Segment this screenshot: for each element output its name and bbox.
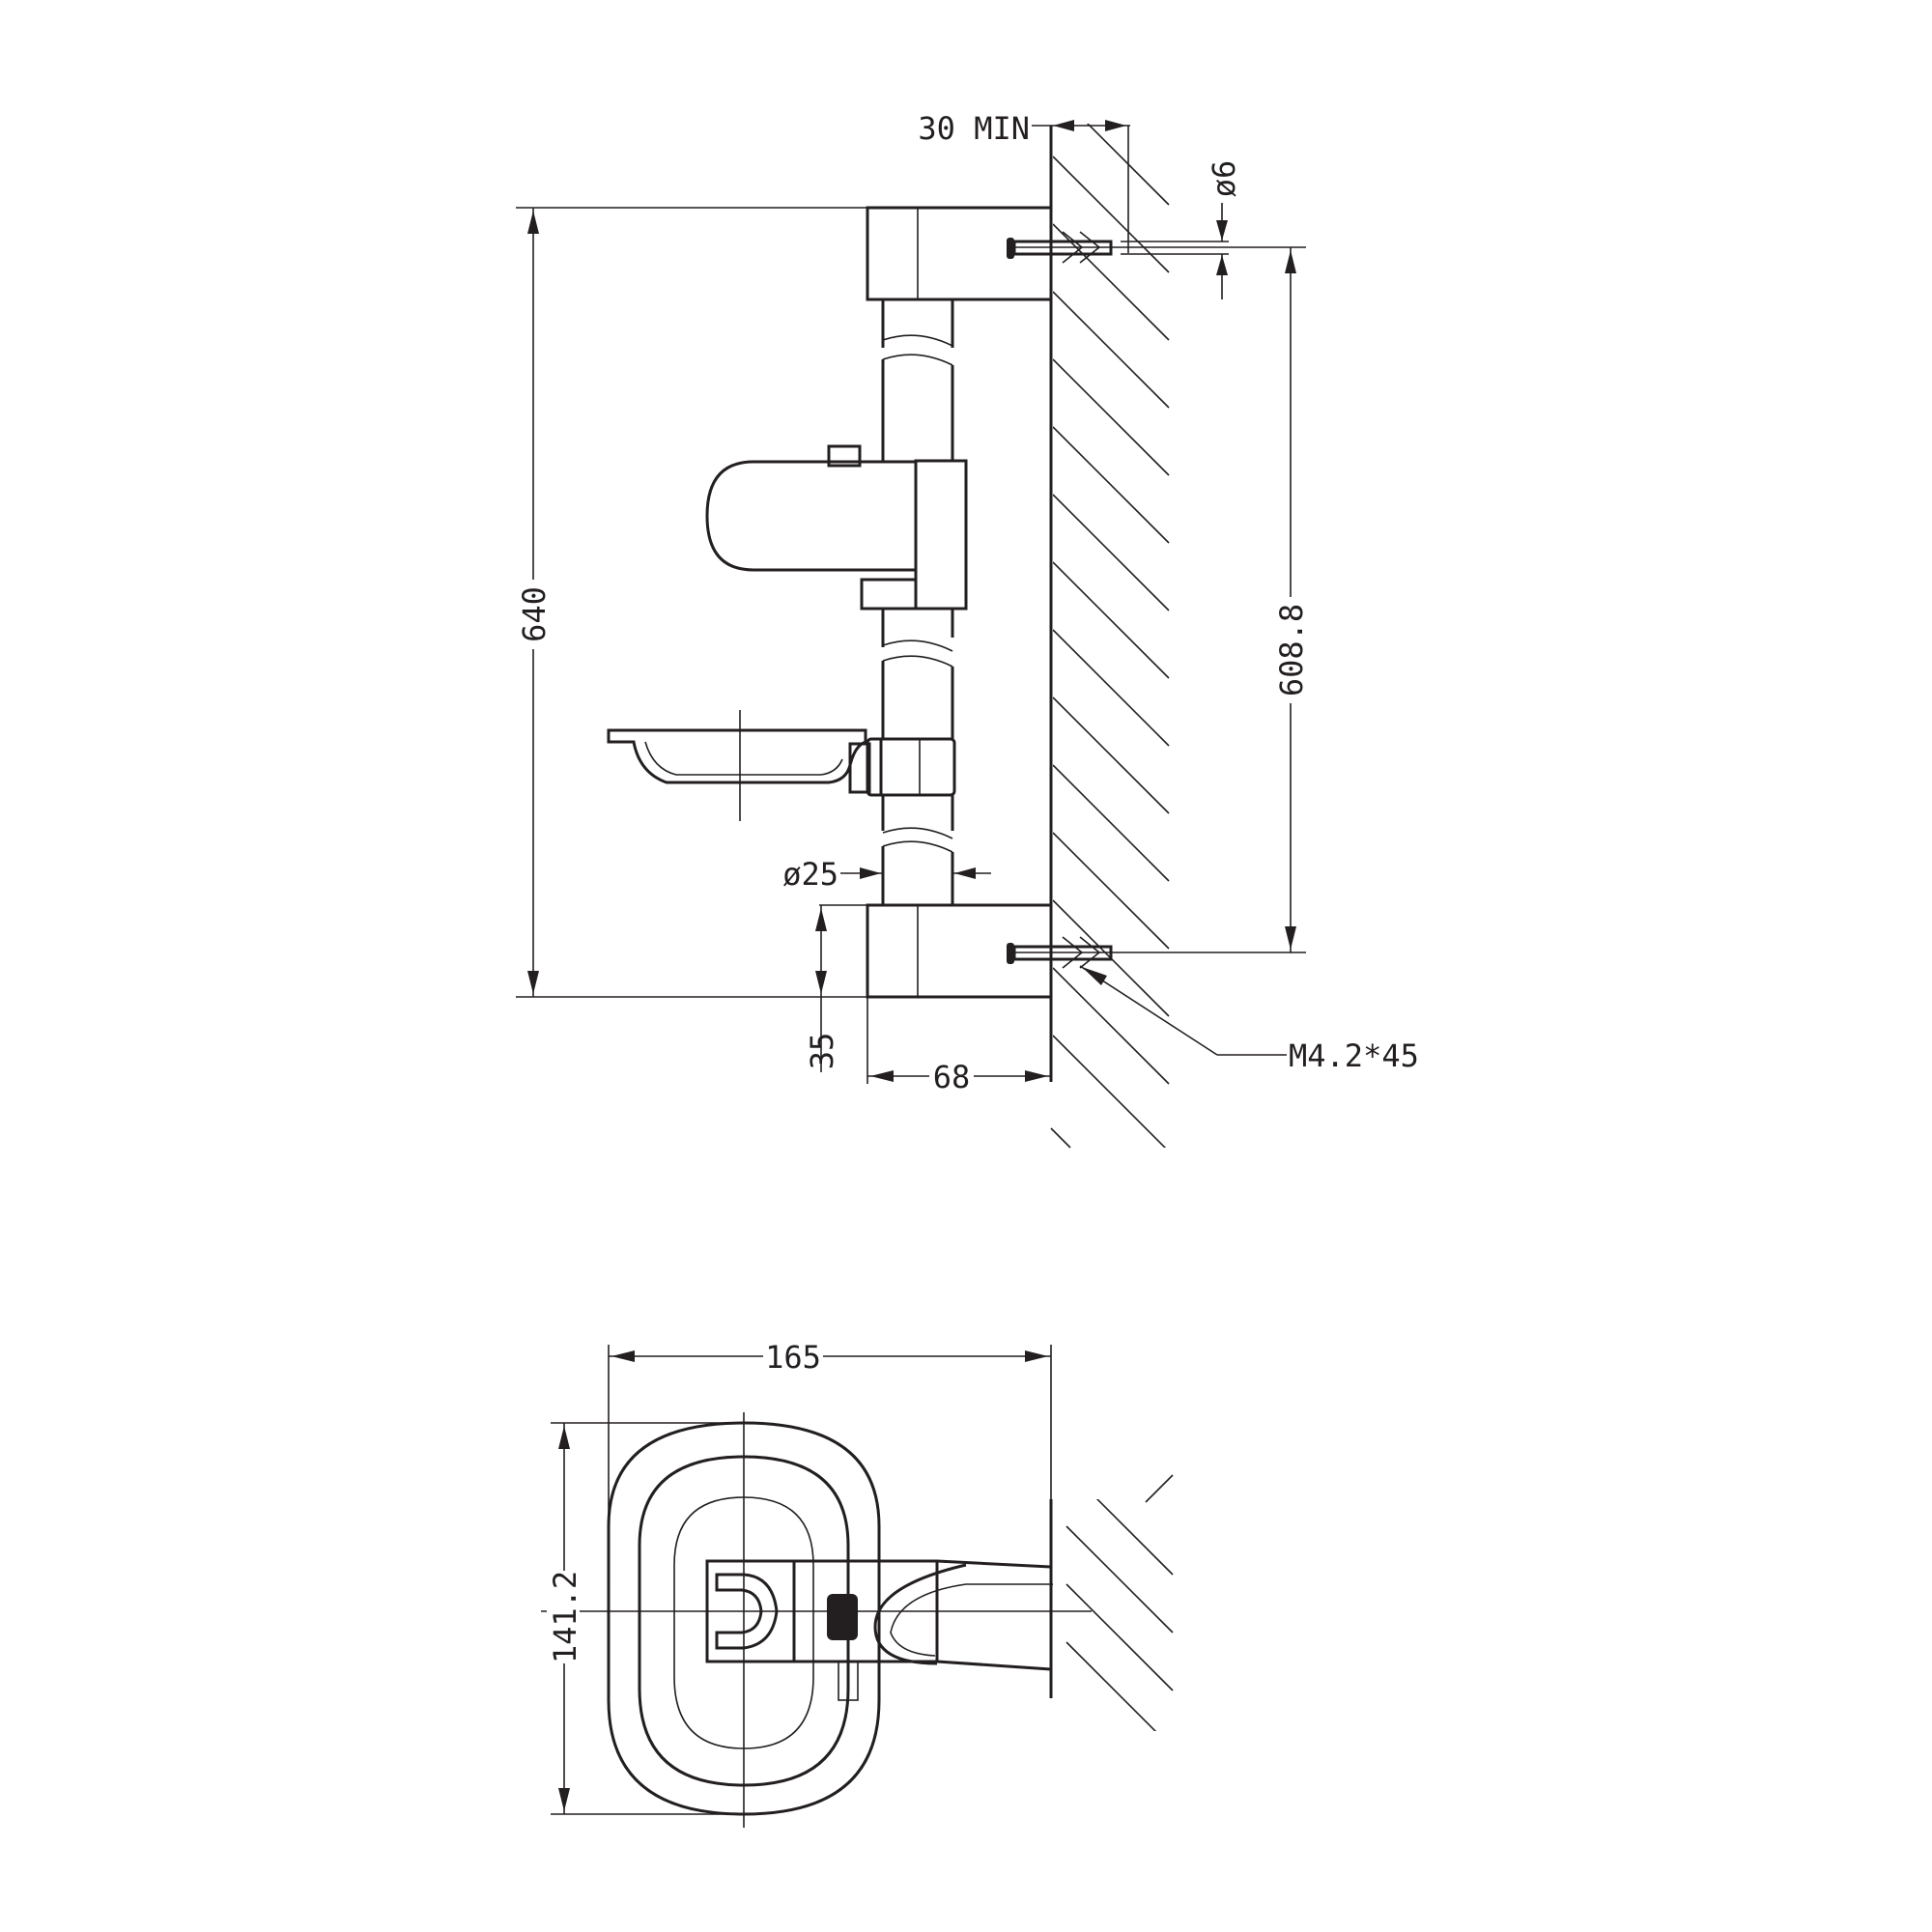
side-view: 640 608.8 30 MIN ø6 <box>516 110 1419 1149</box>
top-view: 165 141.2 <box>541 1339 1174 1828</box>
dim-bar-diameter: ø25 <box>782 856 991 893</box>
soap-dish <box>607 710 956 821</box>
dim-overall-depth: 141.2 <box>547 1422 744 1815</box>
dim-o6-label: ø6 <box>1206 160 1242 198</box>
dim-608-8-label: 608.8 <box>1273 604 1310 696</box>
screw-bottom <box>1007 936 1121 969</box>
dim-screw-spacing: 608.8 <box>1121 246 1310 953</box>
dim-30-min-label: 30 MIN <box>918 110 1030 147</box>
dim-overall-width: 165 <box>608 1339 1052 1584</box>
dim-640-label: 640 <box>516 586 553 642</box>
dim-bracket-depth: 68 <box>867 997 1051 1095</box>
wall-plan <box>1049 1474 1174 1731</box>
slide-bar <box>881 299 954 905</box>
wall-hatching <box>1053 124 1170 1148</box>
screw-top <box>1007 231 1121 264</box>
bottom-bracket <box>866 903 1053 999</box>
dim-bracket-height: 35 <box>804 904 867 1072</box>
dim-68-label: 68 <box>933 1059 971 1095</box>
dim-165-label: 165 <box>765 1339 821 1376</box>
shower-holder-slider <box>705 444 968 611</box>
dim-min-clearance: 30 MIN <box>918 110 1130 253</box>
dim-141-2-label: 141.2 <box>547 1571 583 1663</box>
dim-total-height: 640 <box>516 207 867 998</box>
dim-35-label: 35 <box>804 1033 840 1070</box>
dim-o25-label: ø25 <box>782 856 838 893</box>
dim-screw-spec-label: M4.2*45 <box>1289 1037 1419 1074</box>
dim-hole-diameter: ø6 <box>1121 160 1242 299</box>
holder-arm-plan <box>541 1559 1092 1701</box>
leader-screw-spec: M4.2*45 <box>1079 965 1419 1074</box>
wall-plan-hatching <box>1065 1499 1174 1731</box>
